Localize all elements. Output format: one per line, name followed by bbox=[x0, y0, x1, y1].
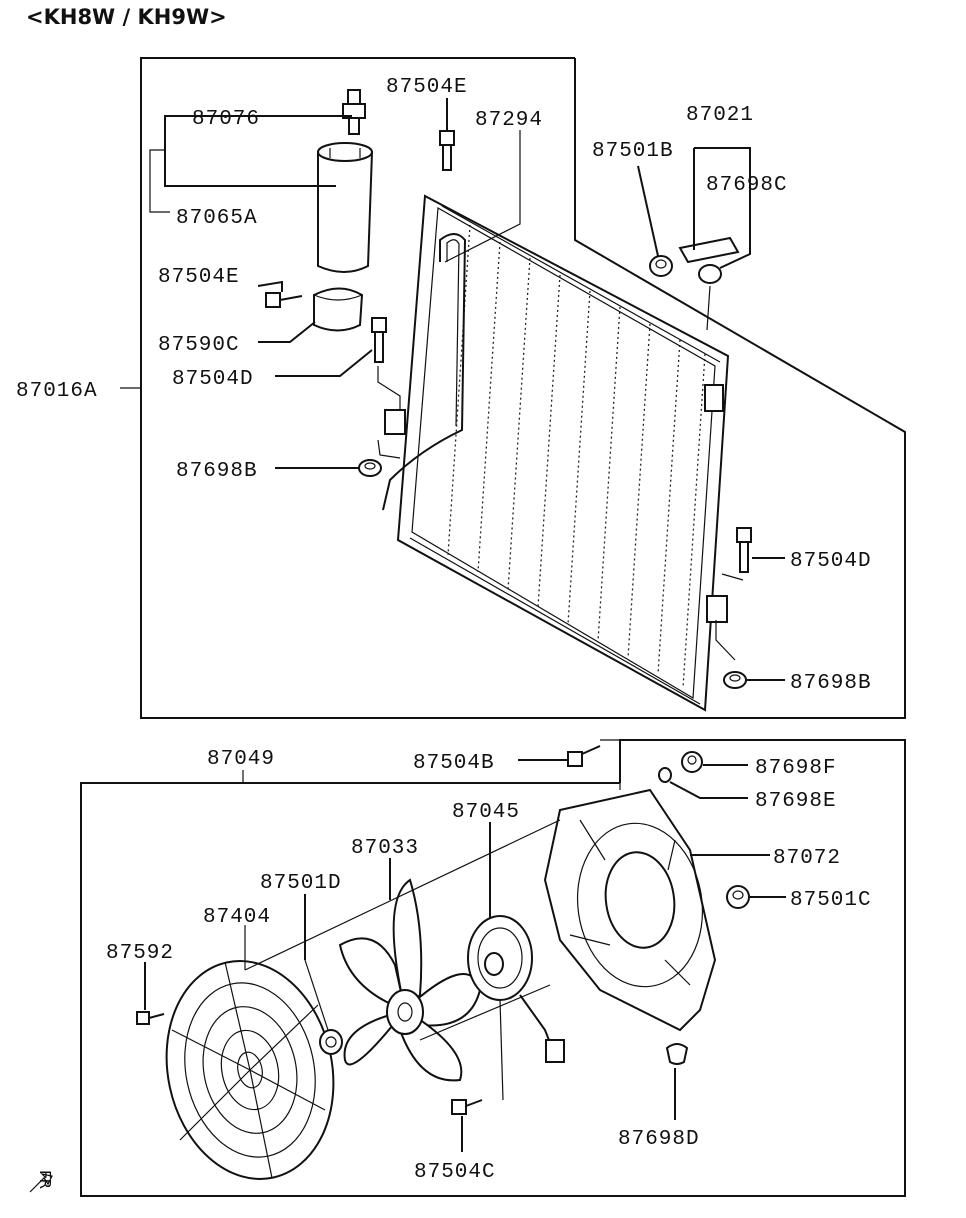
grommet-icon-87698B-right bbox=[723, 671, 747, 689]
label-87072: 87072 bbox=[773, 847, 841, 870]
label-87294: 87294 bbox=[475, 109, 543, 132]
label-87501C: 87501C bbox=[790, 889, 872, 912]
label-87504B: 87504B bbox=[413, 752, 495, 775]
label-87504E-left: 87504E bbox=[158, 266, 240, 289]
fan-shroud-icon bbox=[543, 788, 717, 1032]
condenser-icon bbox=[382, 194, 730, 712]
bolt-icon-87504E-left bbox=[265, 292, 303, 308]
fan-blade-icon bbox=[338, 878, 482, 1082]
receiver-drier-icon bbox=[317, 142, 374, 273]
label-87504D-right: 87504D bbox=[790, 550, 872, 573]
screw-icon-87592 bbox=[136, 1011, 165, 1025]
label-87698D: 87698D bbox=[618, 1128, 700, 1151]
bolt-icon-87504C bbox=[451, 1099, 483, 1115]
collar-icon-87698F bbox=[681, 751, 703, 773]
label-87033: 87033 bbox=[351, 837, 419, 860]
washer-icon-87698E bbox=[658, 767, 672, 783]
label-87049: 87049 bbox=[207, 748, 275, 771]
pressure-switch-icon bbox=[342, 89, 366, 135]
label-87592: 87592 bbox=[106, 942, 174, 965]
condenser-group-frame bbox=[140, 57, 906, 719]
label-87501B: 87501B bbox=[592, 140, 674, 163]
label-87504E-top: 87504E bbox=[386, 76, 468, 99]
bolt-icon-87504D-right bbox=[736, 527, 752, 573]
label-87404: 87404 bbox=[203, 906, 271, 929]
label-87504D-left: 87504D bbox=[172, 368, 254, 391]
label-87076: 87076 bbox=[192, 108, 260, 131]
label-87021: 87021 bbox=[686, 104, 754, 127]
label-87501D: 87501D bbox=[260, 872, 342, 895]
nut-icon-87501C bbox=[726, 885, 750, 909]
upper-leader-lines bbox=[120, 98, 785, 681]
lower-leader-lines bbox=[144, 739, 786, 1152]
bolt-icon-87504B bbox=[567, 745, 601, 767]
label-87698B-right: 87698B bbox=[790, 672, 872, 695]
grommet-icon-87698D bbox=[665, 1043, 689, 1065]
label-87590C: 87590C bbox=[158, 334, 240, 357]
front-direction-icon: FR bbox=[29, 1170, 54, 1193]
label-87065A: 87065A bbox=[176, 207, 258, 230]
nut-icon-87501B bbox=[649, 255, 673, 277]
nut-icon-87501D bbox=[319, 1029, 343, 1055]
label-87045: 87045 bbox=[452, 801, 520, 824]
drier-bracket-icon bbox=[313, 287, 364, 332]
label-87698E: 87698E bbox=[755, 790, 837, 813]
label-87016A: 87016A bbox=[16, 380, 98, 403]
fan-motor-icon bbox=[467, 915, 565, 1063]
diagram-title: <KH8W / KH9W> bbox=[26, 5, 227, 29]
label-87504C: 87504C bbox=[414, 1161, 496, 1184]
label-87698B-left: 87698B bbox=[176, 460, 258, 483]
label-87698F: 87698F bbox=[755, 757, 837, 780]
upper-bracket-icon bbox=[678, 236, 740, 284]
grommet-icon-87698B-left bbox=[358, 459, 382, 477]
fan-guard-icon bbox=[165, 960, 335, 1180]
bolt-icon-87504D-left bbox=[371, 317, 387, 363]
bolt-icon-87504E-top bbox=[439, 130, 455, 171]
label-87698C: 87698C bbox=[706, 174, 788, 197]
